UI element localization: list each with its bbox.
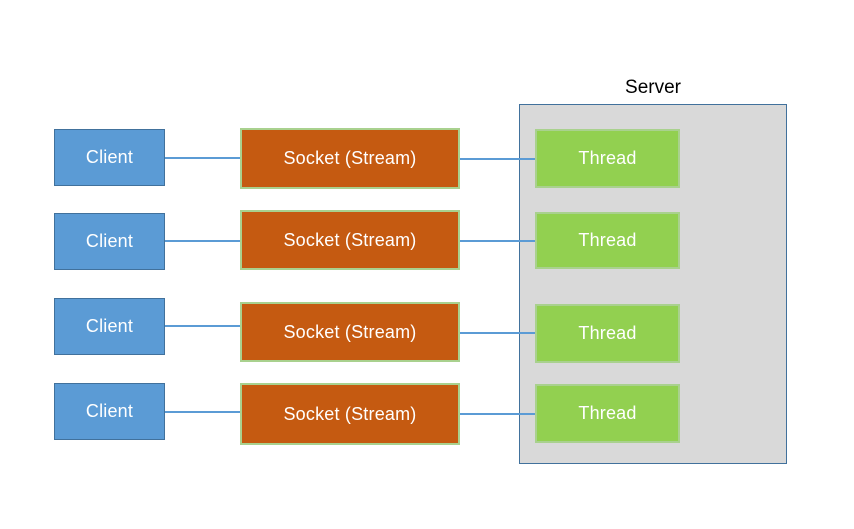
connector-socket-thread-3	[460, 332, 535, 334]
connector-socket-thread-1	[460, 158, 535, 160]
socket-node-4: Socket (Stream)	[240, 383, 460, 445]
connector-client-socket-2	[165, 240, 240, 242]
client-node-4: Client	[54, 383, 165, 440]
connector-socket-thread-4	[460, 413, 535, 415]
client-node-2: Client	[54, 213, 165, 270]
thread-node-3: Thread	[535, 304, 680, 363]
connector-client-socket-4	[165, 411, 240, 413]
thread-node-1: Thread	[535, 129, 680, 188]
connector-socket-thread-2	[460, 240, 535, 242]
thread-node-4: Thread	[535, 384, 680, 443]
socket-node-1: Socket (Stream)	[240, 128, 460, 189]
connector-client-socket-3	[165, 325, 240, 327]
client-node-1: Client	[54, 129, 165, 186]
thread-node-2: Thread	[535, 212, 680, 269]
client-node-3: Client	[54, 298, 165, 355]
server-title: Server	[625, 77, 681, 98]
socket-node-3: Socket (Stream)	[240, 302, 460, 362]
socket-node-2: Socket (Stream)	[240, 210, 460, 270]
connector-client-socket-1	[165, 157, 240, 159]
